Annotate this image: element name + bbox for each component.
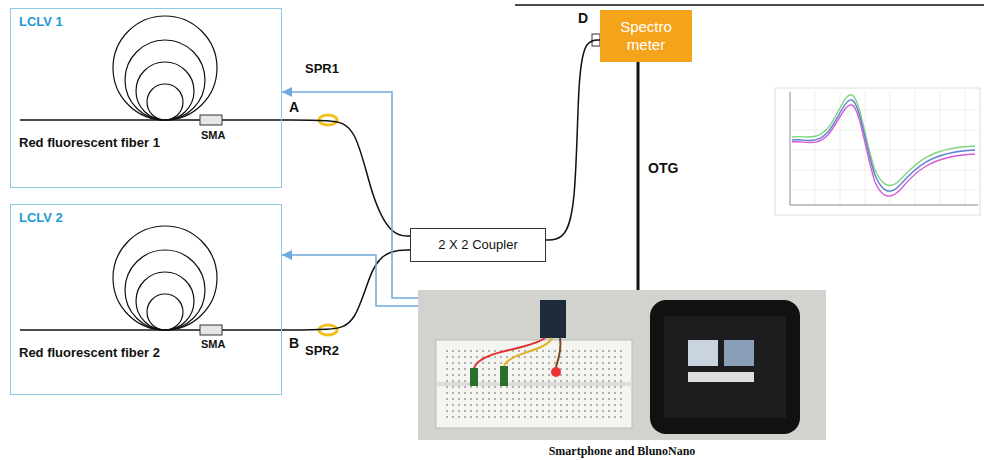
rule-line [515,4,984,6]
spectrum-chart [790,110,978,111]
smartphone-photo [418,290,826,440]
fiber-line [546,40,600,240]
connector-label: SMA [201,129,225,142]
fiber-label: Red fluorescent fiber 1 [19,135,160,151]
edge-label: OTG [646,160,680,176]
spectrum-chart [790,150,978,151]
smartphone-photo [540,300,566,338]
sma-connector [200,115,222,125]
fiber-coil [136,62,194,120]
smartphone-photo [551,367,561,377]
fiber-coil [222,329,282,331]
control-arrow [282,92,418,298]
spectrum-chart [790,170,978,171]
smartphone-photo: Smartphone and BlunoNano [418,290,826,440]
lclv-box: LCLV 2 Red fluorescent fiber 2 SMA [10,204,282,395]
control-arrow [282,255,418,306]
fiber-line [282,120,410,236]
box-title: LCLV 2 [19,210,63,226]
spectrum-chart [940,92,941,205]
spectrometer-label: Spectro meter [600,18,692,54]
smartphone-photo [504,338,552,366]
smartphone-photo [418,290,826,440]
spectrum-chart [790,130,978,131]
fiber-coil [125,250,205,330]
fiber-coil [20,226,282,330]
spectrum-chart [790,205,978,206]
box-title: LCLV 1 [19,14,63,30]
smartphone-photo [556,338,561,367]
fiber-line [282,250,410,330]
connector-label: SMA [201,338,225,351]
spectrum-chart [775,88,980,215]
spectrum-chart [815,92,816,205]
otg-cable [637,62,640,290]
spectrum-chart [792,105,975,196]
smartphone-photo [688,372,754,382]
sensor-label: SPR1 [303,62,341,77]
spectrum-chart [890,92,891,205]
smartphone-photo [724,340,754,366]
spectrum-chart [775,88,980,215]
edge-label: A [287,99,301,115]
fiber-label: Red fluorescent fiber 2 [19,345,160,361]
smartphone-photo [650,300,800,434]
spectrum-chart [865,92,866,205]
spectrometer-box: Spectro meter [600,10,692,62]
fiber-coil [222,119,282,121]
smartphone-photo [500,366,508,386]
fiber-coil [147,84,183,120]
spectrum-chart [965,92,966,205]
fiber-coil [113,16,217,120]
sma-connector [200,325,222,335]
smartphone-photo [436,340,632,428]
lclv-box: LCLV 1 Red fluorescent fiber 1 SMA [10,8,282,188]
coupler-label: 2 X 2 Coupler [438,237,518,253]
sensor-label: SPR2 [303,344,341,359]
fiber-coil [20,329,200,331]
fiber-coil [20,119,200,121]
fiber-coil [125,40,205,120]
edge-label: D [576,10,590,26]
fiber-coil [136,272,194,330]
smartphone-photo [470,368,478,386]
spectrum-chart [790,92,791,205]
edge-label: B [287,335,301,351]
smartphone-photo [664,316,786,418]
smartphone-photo [474,338,545,368]
fiber-coil [147,294,183,330]
fiber-coil [20,16,282,120]
spectrum-chart [792,95,975,186]
photo-caption: Smartphone and BlunoNano [418,444,826,458]
smartphone-photo [688,340,718,366]
spectrum-chart [792,100,975,191]
coupler-box: 2 X 2 Coupler [410,228,546,262]
smartphone-photo [436,382,632,386]
fiber-coil [113,226,217,330]
spectrum-chart [790,92,978,205]
spectrum-chart [915,92,916,205]
